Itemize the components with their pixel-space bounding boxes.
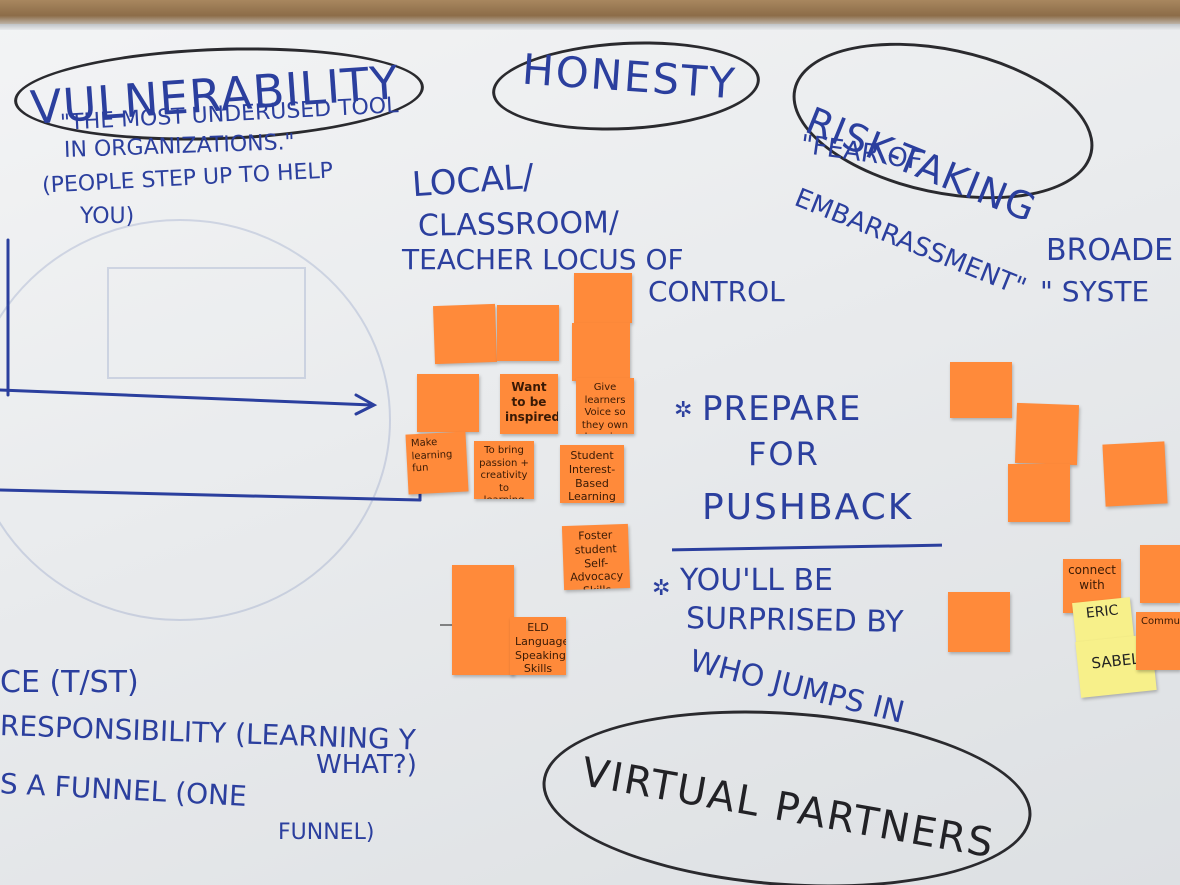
broader-line1: BROADE — [1046, 233, 1174, 268]
sticky-note — [433, 303, 497, 365]
vulnerability-quote-line4: YOU) — [80, 204, 135, 229]
sticky-note-interest: Student Interest-Based Learning — [560, 445, 624, 503]
prepare-line3: PUSHBACK — [702, 487, 914, 528]
sticky-note-want-inspired: Want to be inspired! — [500, 374, 558, 434]
corkboard-strip — [0, 0, 1180, 26]
star-icon-2: ✲ — [652, 576, 671, 601]
star-icon: ✲ — [674, 398, 693, 423]
sticky-note — [1014, 402, 1080, 466]
sticky-note — [948, 592, 1010, 652]
bottom-left-line1: CE (T/ST) — [0, 665, 139, 700]
sticky-note-commun: Commun — [1136, 612, 1180, 670]
prepare-line2: FOR — [748, 435, 820, 473]
whiteboard-frame — [0, 24, 1180, 30]
prepare-line1: PREPARE — [702, 389, 862, 429]
sticky-note-self-advocacy: Foster student Self-Advocacy Skills — [561, 523, 631, 591]
sticky-note-passion: To bring passion + creativity to learnin… — [474, 441, 534, 499]
sticky-note — [452, 565, 514, 675]
sticky-note — [1140, 545, 1180, 603]
surprise-line1: YOU'LL BE — [680, 563, 834, 598]
locus-line4: CONTROL — [648, 275, 785, 308]
bottom-left-line3: WHAT?) — [316, 750, 417, 780]
sticky-note-make-fun: Make learning fun — [405, 431, 469, 495]
sticky-note — [497, 305, 559, 361]
sticky-note — [950, 362, 1012, 418]
locus-line3: TEACHER LOCUS OF — [402, 243, 684, 276]
sticky-note — [417, 374, 479, 432]
sticky-note — [574, 273, 632, 323]
sticky-note-learners-voice: Give learners Voice so they own learning — [576, 378, 634, 434]
sticky-note — [1102, 441, 1168, 507]
sticky-note-eld: ELD Language Speaking Skills — [510, 617, 566, 675]
sticky-note — [1008, 464, 1070, 522]
broader-line2: " SYSTE — [1040, 275, 1150, 308]
sticky-note — [572, 323, 630, 381]
bottom-left-line5: FUNNEL) — [278, 820, 375, 845]
